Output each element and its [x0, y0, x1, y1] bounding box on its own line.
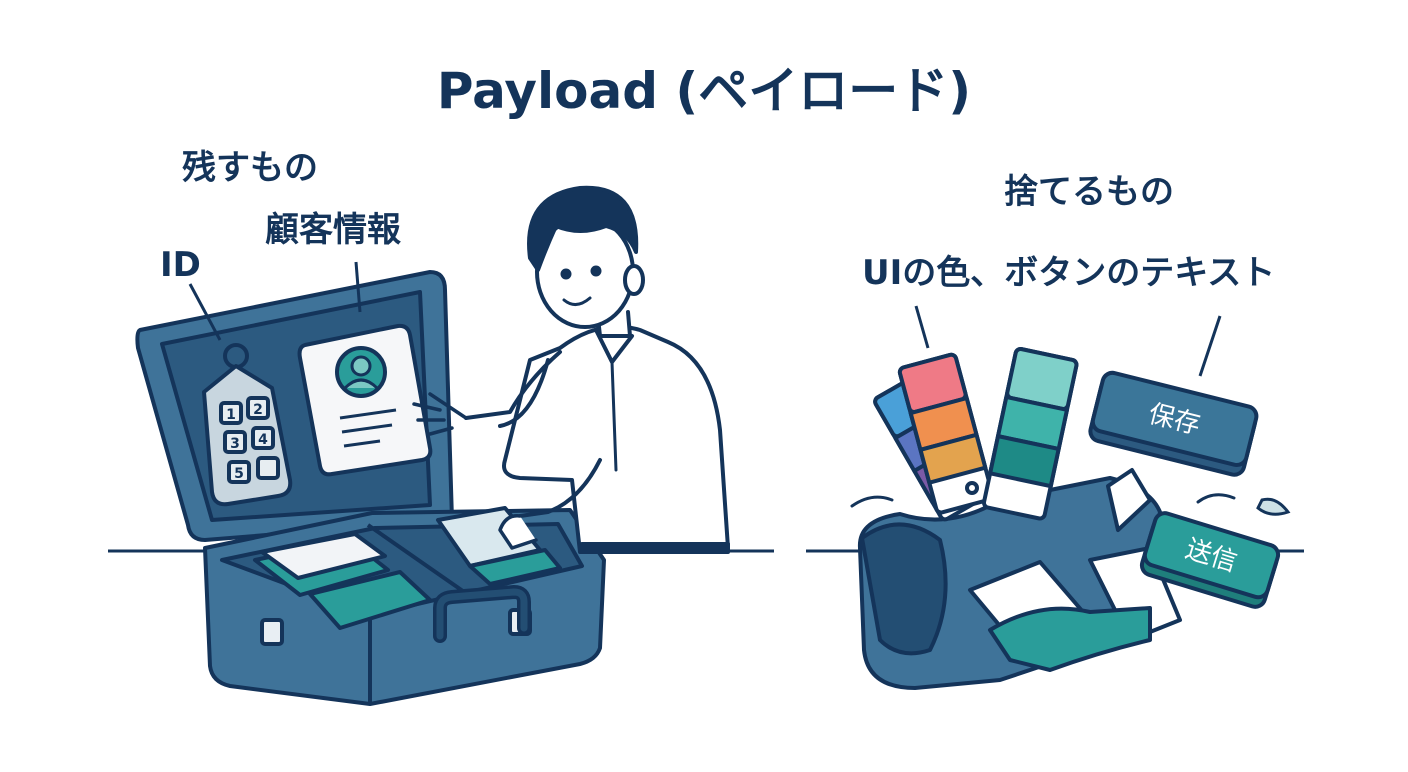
leader-line-colors [914, 305, 930, 349]
tag-number: 4 [258, 432, 268, 448]
discard-heading: 捨てるもの [1004, 172, 1174, 212]
folded-item-teal-3 [468, 548, 562, 586]
discard-items-label: UIの色、ボタンのテキスト [862, 253, 1276, 293]
leader-line-customer [354, 261, 362, 313]
ear [623, 264, 645, 296]
folded-item-teal-2 [308, 570, 432, 630]
hand-upper [412, 392, 468, 436]
suitcase-divider [366, 523, 472, 598]
folded-paper [260, 532, 387, 580]
customer-info-label: 顧客情報 [265, 210, 401, 250]
arm-upper [464, 350, 562, 420]
color-swatches [873, 347, 1079, 522]
hair [527, 185, 639, 272]
discard-pile [857, 468, 1182, 690]
id-tag [202, 343, 293, 507]
tag-cell-4 [251, 426, 275, 450]
teal-ribbon [988, 606, 1152, 672]
leader-line-buttons [1198, 315, 1222, 377]
trousers [580, 542, 730, 554]
person [412, 185, 730, 554]
tag-number: 1 [226, 407, 236, 423]
keep-heading: 残すもの [182, 148, 318, 188]
leader-line-id [188, 283, 222, 341]
swatch-pin [965, 481, 979, 495]
crumpled-fold [860, 522, 948, 656]
customer-card [297, 323, 433, 477]
tag-number: 3 [230, 436, 240, 452]
arm-lower [518, 458, 602, 518]
motion-lines [850, 493, 1291, 516]
id-label: ID [160, 245, 201, 285]
tag-cell-3 [223, 430, 247, 454]
eye-left [560, 268, 572, 280]
tag-cell-5 [227, 460, 251, 484]
smile [562, 296, 592, 306]
tag-cell-1 [219, 401, 243, 425]
tag-number: 2 [253, 402, 263, 418]
latch-left [260, 618, 284, 646]
page-title: Payload (ペイロード) [436, 62, 972, 120]
save-button-illustration: 保存 [1088, 370, 1259, 477]
tag-number: 5 [234, 466, 244, 482]
card-body [297, 323, 433, 477]
tag-numbers: 1 2 3 4 5 [226, 402, 268, 482]
send-button-illustration: 送信 [1139, 511, 1281, 609]
swatch-teal [981, 347, 1079, 521]
tag-cell-2 [246, 396, 270, 420]
eye-right [590, 265, 602, 277]
hand-lower [498, 514, 538, 550]
swatch-warm [897, 352, 995, 515]
tag-cell-6 [256, 456, 280, 480]
